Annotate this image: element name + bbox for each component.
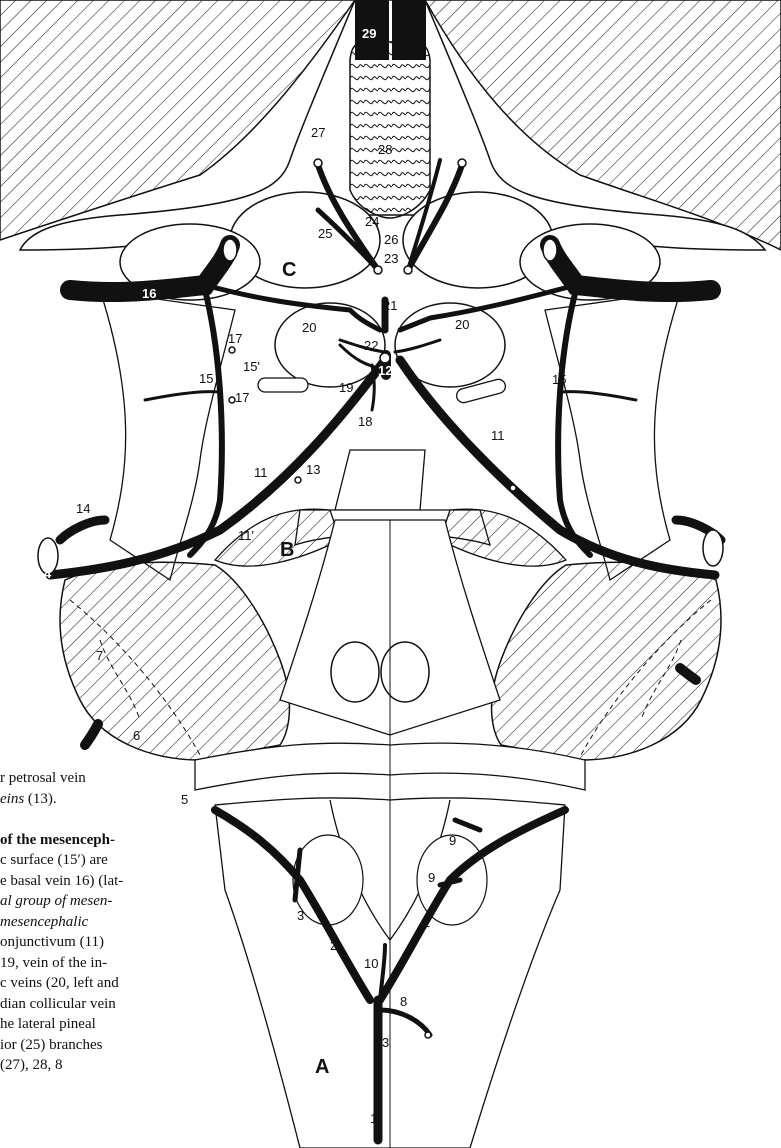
label-4: 4 <box>44 566 52 581</box>
label-27: 27 <box>311 125 325 140</box>
label-1: 1 <box>370 1111 377 1126</box>
label-C: C <box>282 259 296 281</box>
nodule-left <box>331 642 379 702</box>
label-22: 22 <box>364 338 378 353</box>
cerebellum-right <box>492 562 721 760</box>
label-29: 29 <box>362 26 376 41</box>
caption-line-6: al group of mesen- <box>0 891 230 912</box>
inferior-colliculus-left <box>258 378 308 392</box>
caption-line-10: c veins (20, left and <box>0 973 230 994</box>
label-14: 14 <box>76 501 90 516</box>
label-17-bottom: 17 <box>235 390 249 405</box>
label-11-prime: 11' <box>238 528 254 543</box>
caption-line-2: eins (13). <box>0 789 230 810</box>
label-2-right: 2 <box>423 915 430 930</box>
label-8: 8 <box>400 994 407 1009</box>
label-23: 23 <box>384 251 398 266</box>
caption-line-2-italic: eins <box>0 791 24 807</box>
label-28: 28 <box>378 142 392 157</box>
label-9-top: 9 <box>449 833 456 848</box>
caption-spacer <box>0 809 230 830</box>
label-11-left: 11 <box>254 465 268 480</box>
caption-line-13: ior (25) branches <box>0 1035 230 1056</box>
label-10: 10 <box>364 956 378 971</box>
label-11-right: 11 <box>491 428 505 443</box>
label-16: 16 <box>142 286 156 301</box>
vein-14-left <box>60 520 105 540</box>
label-26: 26 <box>384 232 398 247</box>
label-20-right: 20 <box>455 317 469 332</box>
vein-18 <box>372 365 374 410</box>
label-24: 24 <box>365 214 379 229</box>
label-19: 19 <box>339 380 353 395</box>
label-13: 13 <box>306 462 320 477</box>
label-15-prime: 15' <box>243 359 260 374</box>
label-17-top: 17 <box>228 331 242 346</box>
label-18: 18 <box>358 414 372 429</box>
vein-29-right <box>392 0 426 60</box>
pons-upper <box>335 450 425 510</box>
cortical-patch-28 <box>350 41 430 218</box>
label-9-bottom: 9 <box>428 870 435 885</box>
label-21: 21 <box>383 298 397 313</box>
vein-6-left <box>85 724 98 745</box>
label-B: B <box>280 539 294 561</box>
caption-line-2-ref: (13). <box>28 791 57 807</box>
label-2-left: 2 <box>330 938 337 953</box>
label-7: 7 <box>96 648 103 663</box>
caption-line-1: r petrosal vein <box>0 768 230 789</box>
caption-line-11: dian collicular vein <box>0 994 230 1015</box>
caption-line-8: onjunctivum (11) <box>0 932 230 953</box>
label-12: 12 <box>378 363 392 378</box>
caption-line-5: e basal vein 16) (lat- <box>0 871 230 892</box>
caption-line-3: of the mesenceph- <box>0 830 230 851</box>
caption-line-4: c surface (15′) are <box>0 850 230 871</box>
caption-line-12: he lateral pineal <box>0 1014 230 1035</box>
label-3-left: 3 <box>297 908 304 923</box>
label-20-left: 20 <box>302 320 316 335</box>
label-6: 6 <box>133 728 140 743</box>
label-15-left: 15 <box>199 371 213 386</box>
caption-line-7: mesencephalic <box>0 912 230 933</box>
caption-text: r petrosal vein eins (13). of the mesenc… <box>0 768 230 1076</box>
caption-line-9: 19, vein of the in- <box>0 953 230 974</box>
caption-line-14: (27), 28, 8 <box>0 1055 230 1076</box>
label-A: A <box>315 1056 329 1078</box>
label-25: 25 <box>318 226 332 241</box>
label-3-bottom: 3 <box>382 1035 389 1050</box>
nodule-right <box>381 642 429 702</box>
label-15-right: 15 <box>552 372 566 387</box>
